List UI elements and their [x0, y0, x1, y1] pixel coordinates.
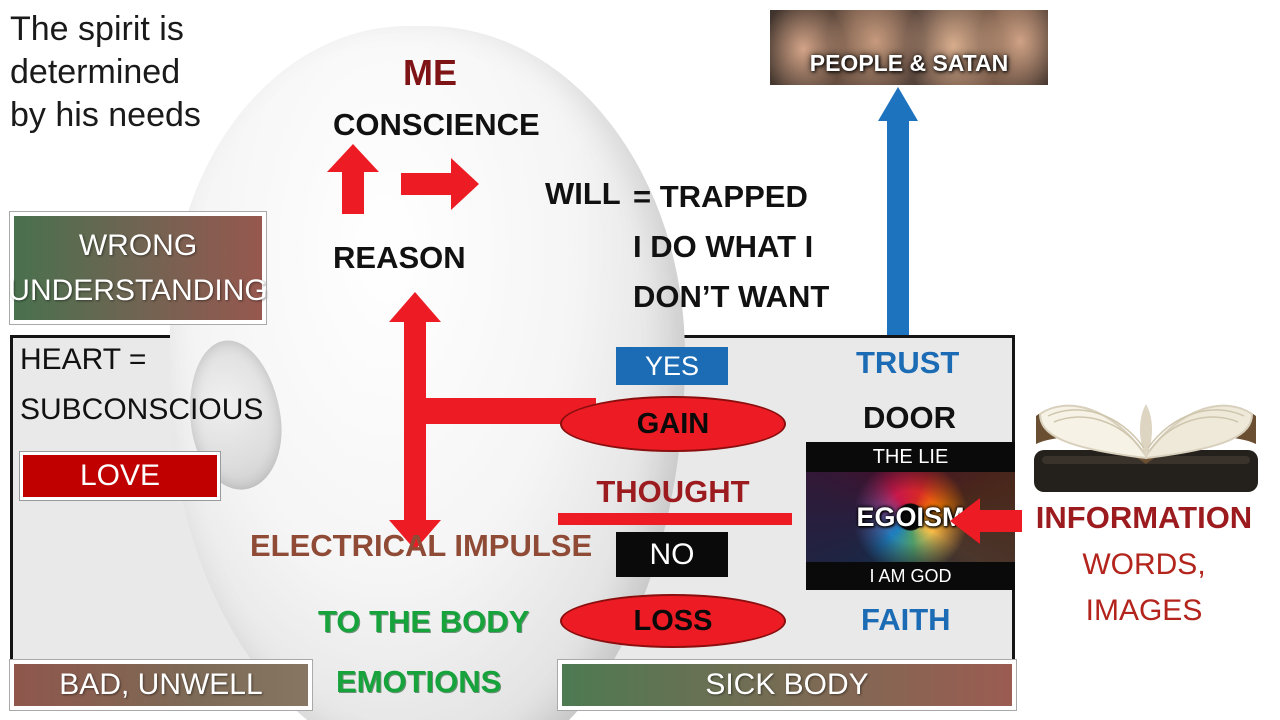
- bible-book-image: [1034, 404, 1258, 492]
- to-the-body-label: TO THE BODY: [318, 604, 530, 639]
- trust-label: TRUST: [856, 345, 960, 380]
- bad-unwell-label: BAD, UNWELL: [59, 668, 263, 701]
- spirit-note-line3: by his needs: [10, 95, 201, 134]
- loss-label: LOSS: [633, 604, 713, 637]
- red-left-arrow-icon: [950, 498, 1022, 544]
- will-label: WILL: [545, 176, 621, 211]
- gain-ellipse: GAIN: [560, 396, 786, 452]
- images-label: IMAGES: [1085, 594, 1203, 627]
- red-right-arrow-icon: [401, 158, 479, 210]
- gain-label: GAIN: [636, 407, 710, 440]
- no-label: NO: [649, 537, 695, 571]
- no-box: NO: [616, 532, 728, 577]
- spirit-note-line1: The spirit is: [10, 10, 184, 48]
- spirit-note-line2: determined: [10, 52, 181, 91]
- people-satan-caption: PEOPLE & SATAN: [809, 50, 1009, 76]
- egoism-block: THE LIE EGOISM I AM GOD: [806, 442, 1015, 590]
- electrical-impulse-label: ELECTRICAL IMPULSE: [250, 528, 593, 563]
- faith-label: FAITH: [861, 602, 951, 637]
- wrong-line2: UNDERSTANDING: [8, 274, 268, 307]
- trapped-line3: DON’T WANT: [633, 279, 830, 314]
- people-satan-image: PEOPLE & SATAN: [770, 10, 1048, 85]
- i-am-god-label: I AM GOD: [869, 565, 952, 586]
- red-up-arrow-icon: [327, 144, 379, 214]
- heart-label-line1: HEART =: [20, 343, 147, 376]
- conscience-label: CONSCIENCE: [333, 107, 540, 142]
- loss-ellipse: LOSS: [560, 594, 786, 648]
- bad-unwell-box: BAD, UNWELL: [9, 659, 313, 711]
- love-label: LOVE: [79, 459, 161, 492]
- sick-body-box: SICK BODY: [557, 659, 1017, 711]
- trapped-line1: = TRAPPED: [633, 179, 808, 214]
- egoism-label: EGOISM: [856, 501, 965, 532]
- heart-label-line2: SUBCONSCIOUS: [20, 393, 264, 426]
- yes-label: YES: [644, 350, 700, 381]
- yes-box: YES: [616, 347, 728, 385]
- the-lie-label: THE LIE: [872, 445, 949, 468]
- spirit-note: The spirit is determined by his needs: [10, 8, 201, 136]
- red-bar-under-thought: [558, 513, 792, 525]
- door-label: DOOR: [863, 400, 956, 435]
- sick-body-label: SICK BODY: [705, 668, 869, 701]
- emotions-label: EMOTIONS: [336, 664, 502, 699]
- trapped-text: = TRAPPED I DO WHAT I DON’T WANT: [633, 172, 829, 322]
- wrong-understanding-box: WRONG UNDERSTANDING: [8, 211, 268, 325]
- the-lie-bar: THE LIE: [806, 442, 1015, 472]
- wrong-line1: WRONG: [78, 229, 198, 262]
- blue-up-arrow-icon: [878, 87, 918, 335]
- me-label: ME: [403, 52, 457, 93]
- words-label: WORDS,: [1082, 548, 1206, 581]
- information-label: INFORMATION: [1035, 500, 1253, 535]
- reason-label: REASON: [333, 240, 466, 275]
- i-am-god-bar: I AM GOD: [806, 562, 1015, 590]
- trapped-line2: I DO WHAT I: [633, 229, 814, 264]
- love-box: LOVE: [19, 451, 221, 501]
- thought-label: THOUGHT: [596, 474, 750, 509]
